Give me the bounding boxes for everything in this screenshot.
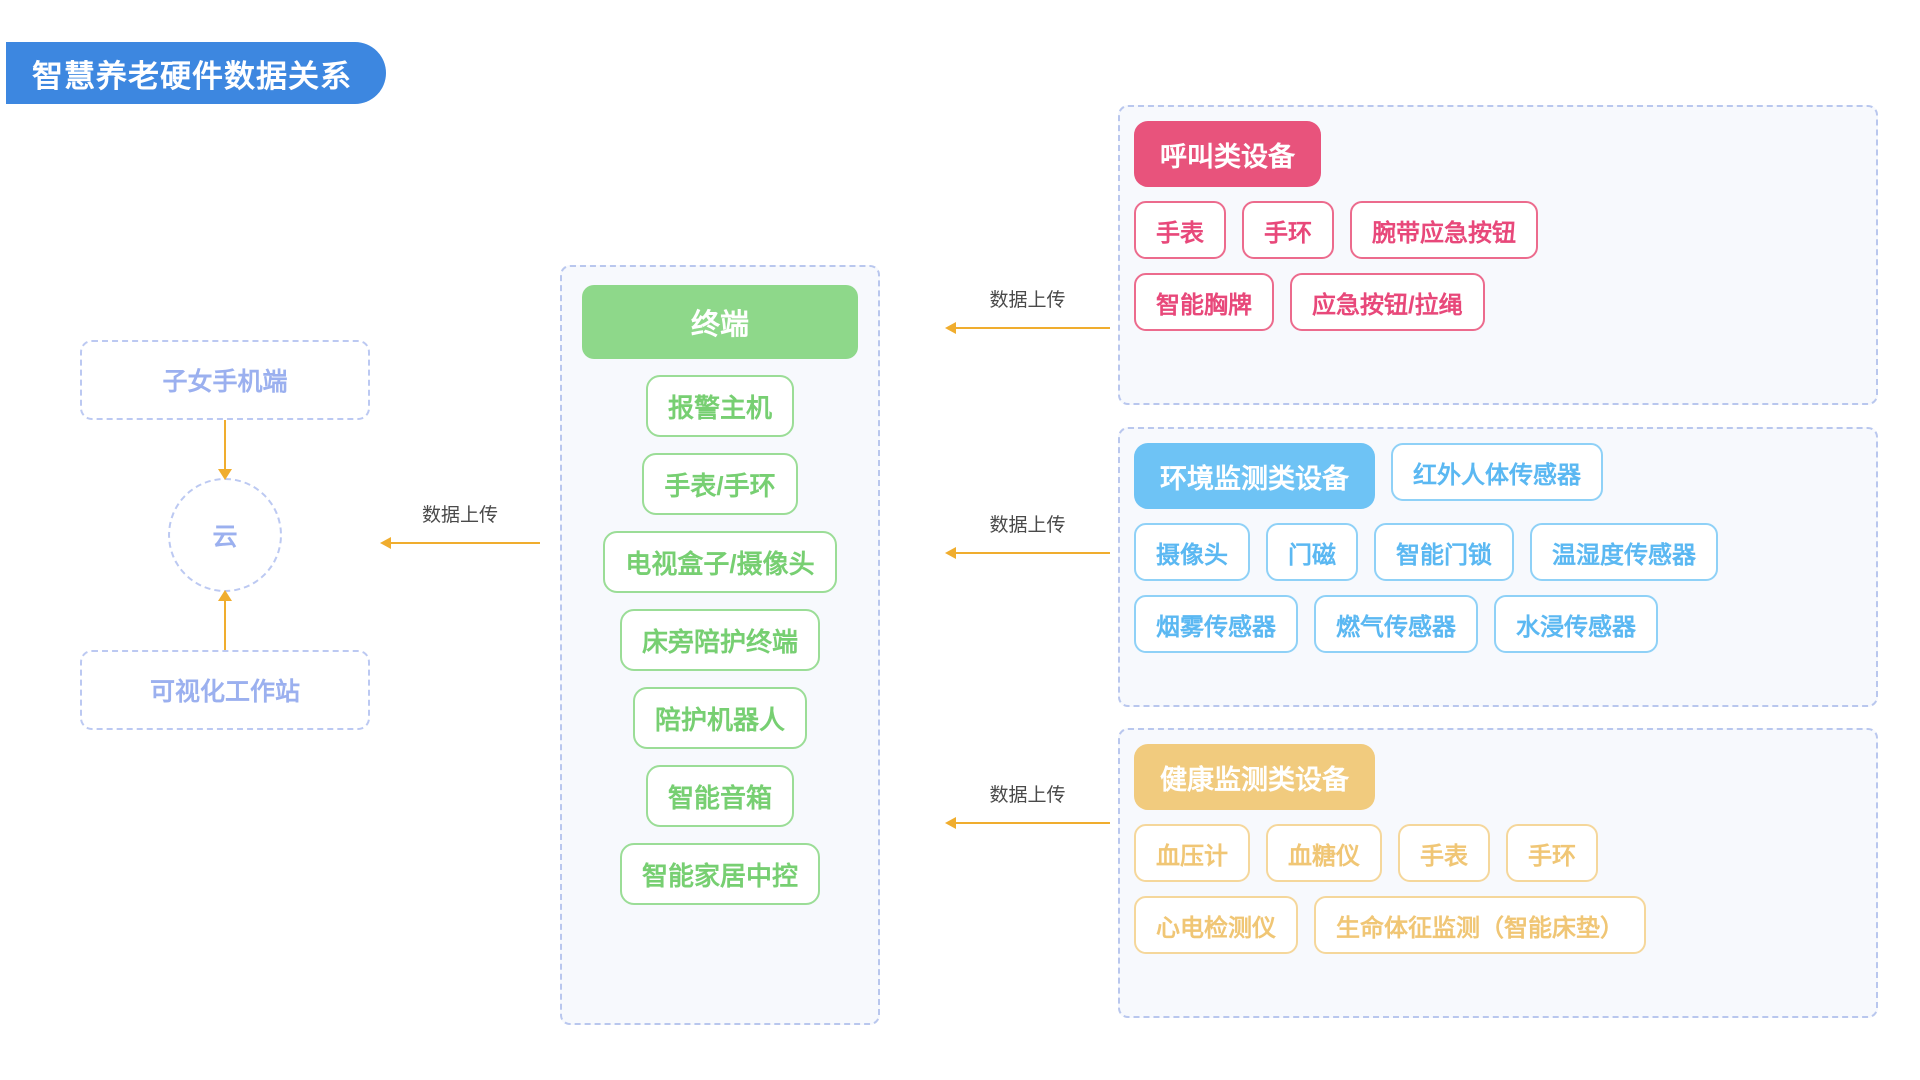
arrow-health-to-terminal: 数据上传 xyxy=(945,780,1110,836)
terminal-item[interactable]: 智能音箱 xyxy=(645,765,794,827)
env-group-header: 环境监测类设备 xyxy=(1134,443,1375,509)
health-device-chip[interactable]: 手环 xyxy=(1506,824,1598,882)
arrow-env-to-terminal: 数据上传 xyxy=(945,510,1110,566)
page-title: 智慧养老硬件数据关系 xyxy=(6,42,386,104)
terminal-item[interactable]: 电视盒子/摄像头 xyxy=(603,531,837,593)
call-device-chip[interactable]: 手环 xyxy=(1242,201,1334,259)
env-row-1: 摄像头 门磁 智能门锁 温湿度传感器 xyxy=(1134,523,1862,581)
arrow-child-app-to-cloud xyxy=(80,420,370,480)
env-row-header: 环境监测类设备 红外人体传感器 xyxy=(1134,443,1862,509)
call-devices-panel: 呼叫类设备 手表 手环 腕带应急按钮 智能胸牌 应急按钮/拉绳 xyxy=(1118,105,1878,405)
health-group-header: 健康监测类设备 xyxy=(1134,744,1375,810)
arrow-label-upload: 数据上传 xyxy=(421,505,498,526)
call-devices-body: 呼叫类设备 手表 手环 腕带应急按钮 智能胸牌 应急按钮/拉绳 xyxy=(1134,121,1862,331)
arrow-head-left-icon xyxy=(380,537,391,549)
env-device-chip[interactable]: 烟雾传感器 xyxy=(1134,595,1298,653)
arrow-terminal-to-cloud: 数据上传 xyxy=(380,500,540,556)
environment-devices-panel: 环境监测类设备 红外人体传感器 摄像头 门磁 智能门锁 温湿度传感器 烟雾传感器… xyxy=(1118,427,1878,707)
arrow-shaft xyxy=(953,552,1110,554)
env-device-chip[interactable]: 水浸传感器 xyxy=(1494,595,1658,653)
arrow-label-upload: 数据上传 xyxy=(989,515,1066,536)
workstation-label: 可视化工作站 xyxy=(149,678,300,706)
call-device-chip[interactable]: 应急按钮/拉绳 xyxy=(1290,273,1485,331)
arrow-call-to-terminal: 数据上传 xyxy=(945,285,1110,341)
health-device-chip[interactable]: 血压计 xyxy=(1134,824,1250,882)
call-group-header: 呼叫类设备 xyxy=(1134,121,1321,187)
health-devices-body: 健康监测类设备 血压计 血糖仪 手表 手环 心电检测仪 生命体征监测（智能床垫） xyxy=(1134,744,1862,954)
env-device-chip[interactable]: 温湿度传感器 xyxy=(1530,523,1718,581)
arrow-head-left-icon xyxy=(945,817,956,829)
arrow-shaft xyxy=(953,822,1110,824)
health-device-chip[interactable]: 心电检测仪 xyxy=(1134,896,1298,954)
arrow-head-left-icon xyxy=(945,322,956,334)
terminal-item[interactable]: 智能家居中控 xyxy=(619,843,820,905)
child-app-label: 子女手机端 xyxy=(162,368,288,396)
env-device-chip[interactable]: 红外人体传感器 xyxy=(1391,443,1603,501)
arrow-shaft xyxy=(388,542,540,544)
env-device-chip[interactable]: 智能门锁 xyxy=(1374,523,1514,581)
env-device-chip[interactable]: 门磁 xyxy=(1266,523,1358,581)
health-row-header: 健康监测类设备 xyxy=(1134,744,1862,810)
terminal-item[interactable]: 报警主机 xyxy=(645,375,794,437)
health-device-chip[interactable]: 血糖仪 xyxy=(1266,824,1382,882)
call-row-header: 呼叫类设备 xyxy=(1134,121,1862,187)
health-devices-panel: 健康监测类设备 血压计 血糖仪 手表 手环 心电检测仪 生命体征监测（智能床垫） xyxy=(1118,728,1878,1018)
terminal-item[interactable]: 陪护机器人 xyxy=(632,687,807,749)
call-device-chip[interactable]: 腕带应急按钮 xyxy=(1350,201,1538,259)
env-device-chip[interactable]: 燃气传感器 xyxy=(1314,595,1478,653)
cloud-label: 云 xyxy=(212,523,238,551)
env-device-chip[interactable]: 摄像头 xyxy=(1134,523,1250,581)
arrow-label-upload: 数据上传 xyxy=(989,290,1066,311)
arrow-head-up-icon xyxy=(218,590,232,601)
cloud-node[interactable]: 云 xyxy=(168,478,282,592)
arrow-workstation-to-cloud xyxy=(80,590,370,650)
terminal-group-header: 终端 xyxy=(582,285,858,359)
env-row-2: 烟雾传感器 燃气传感器 水浸传感器 xyxy=(1134,595,1862,653)
call-device-chip[interactable]: 智能胸牌 xyxy=(1134,273,1274,331)
call-row-1: 手表 手环 腕带应急按钮 xyxy=(1134,201,1862,259)
call-row-2: 智能胸牌 应急按钮/拉绳 xyxy=(1134,273,1862,331)
health-row-2: 心电检测仪 生命体征监测（智能床垫） xyxy=(1134,896,1862,954)
arrow-shaft xyxy=(224,420,226,478)
arrow-shaft xyxy=(224,592,226,650)
health-device-chip[interactable]: 生命体征监测（智能床垫） xyxy=(1314,896,1646,954)
terminal-group-panel: 终端 报警主机 手表/手环 电视盒子/摄像头 床旁陪护终端 陪护机器人 智能音箱… xyxy=(560,265,880,1025)
environment-devices-body: 环境监测类设备 红外人体传感器 摄像头 门磁 智能门锁 温湿度传感器 烟雾传感器… xyxy=(1134,443,1862,653)
call-device-chip[interactable]: 手表 xyxy=(1134,201,1226,259)
terminal-item[interactable]: 手表/手环 xyxy=(642,453,798,515)
workstation-node[interactable]: 可视化工作站 xyxy=(80,650,370,730)
terminal-item[interactable]: 床旁陪护终端 xyxy=(619,609,820,671)
arrow-label-upload: 数据上传 xyxy=(989,785,1066,806)
arrow-head-down-icon xyxy=(218,469,232,480)
health-device-chip[interactable]: 手表 xyxy=(1398,824,1490,882)
arrow-head-left-icon xyxy=(945,547,956,559)
health-row-1: 血压计 血糖仪 手表 手环 xyxy=(1134,824,1862,882)
arrow-shaft xyxy=(953,327,1110,329)
left-column: 子女手机端 云 可视化工作站 xyxy=(80,340,370,730)
child-app-node[interactable]: 子女手机端 xyxy=(80,340,370,420)
